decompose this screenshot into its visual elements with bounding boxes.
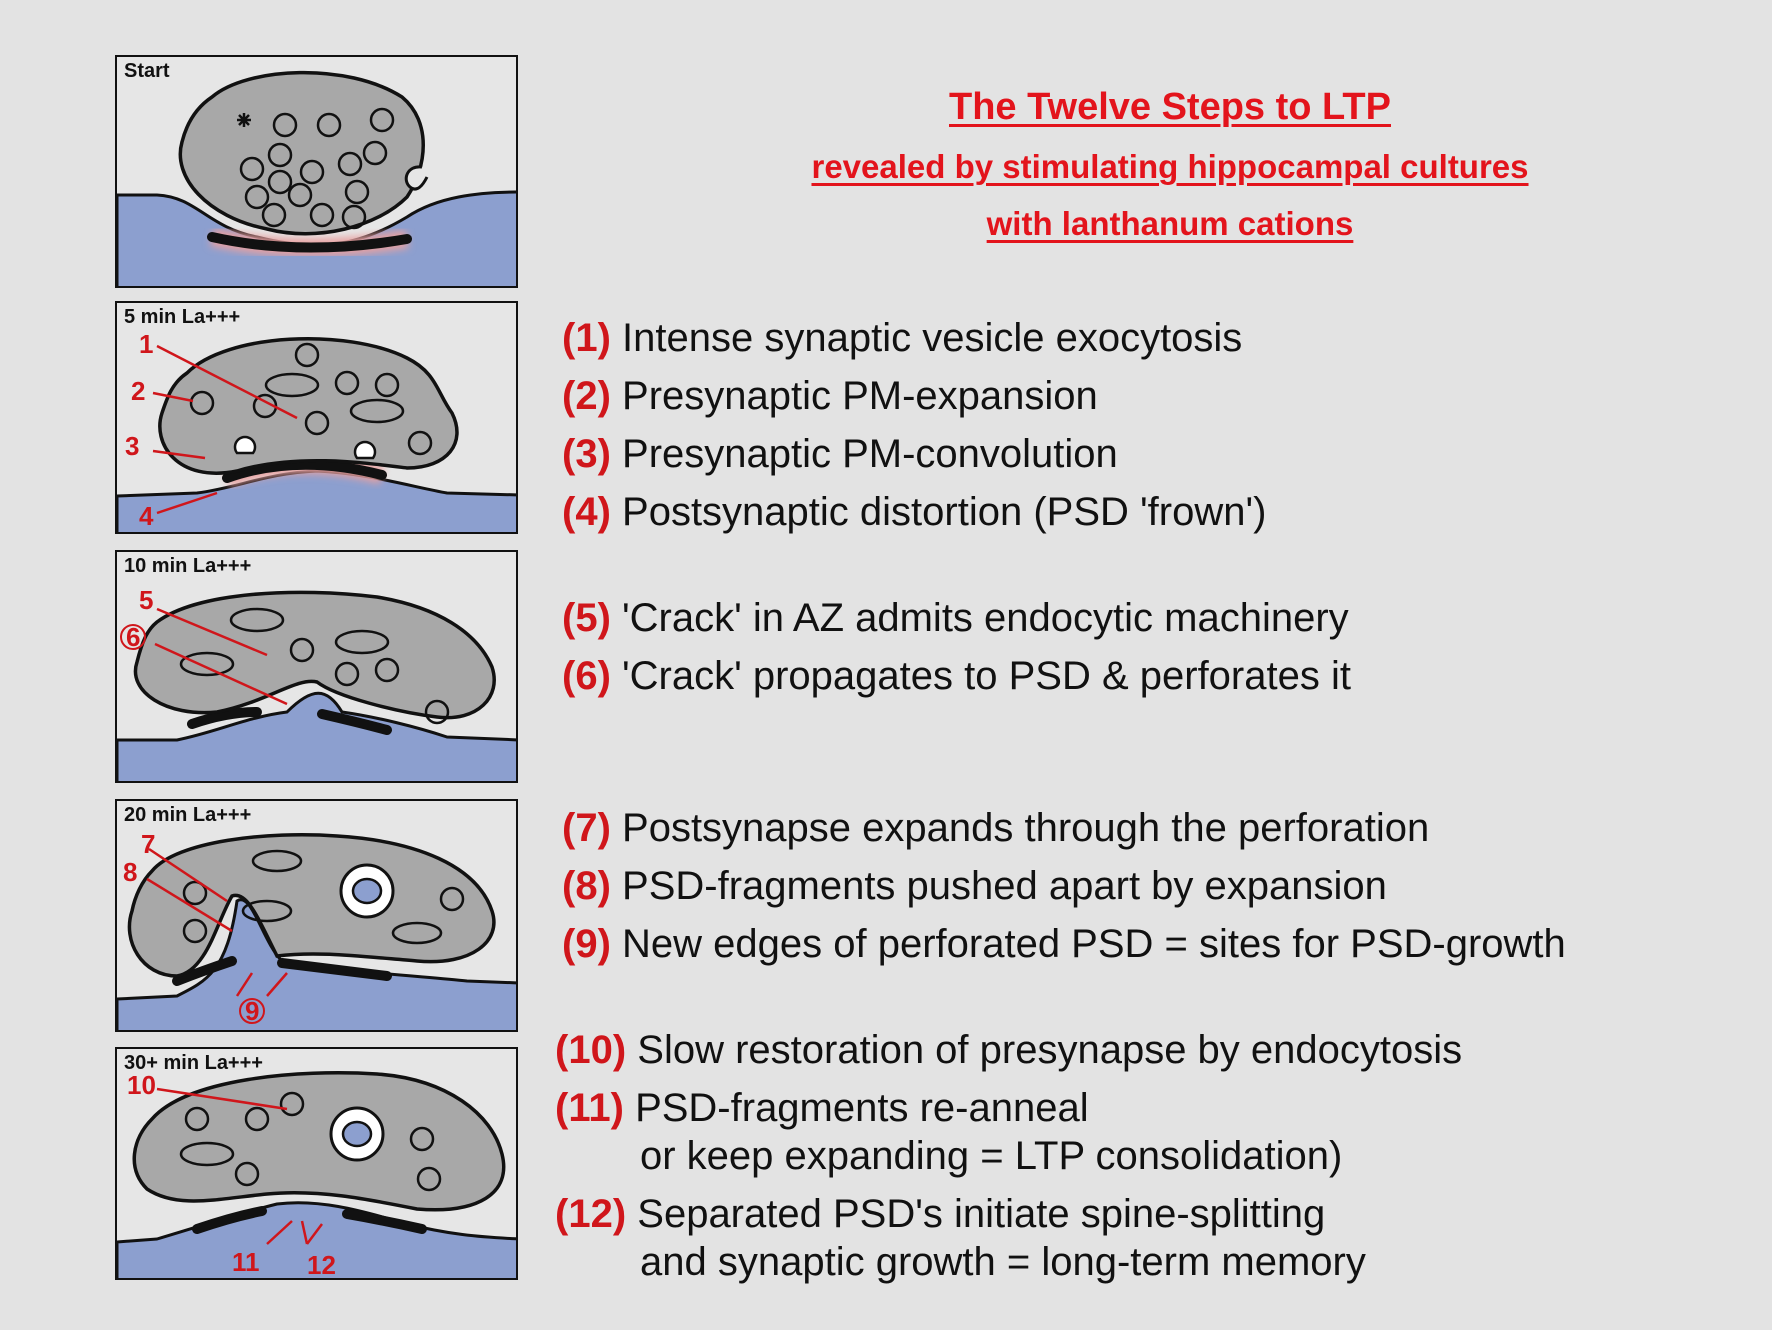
presynaptic-terminal: [178, 70, 425, 236]
step-1: (1) Intense synaptic vesicle exocytosis: [562, 316, 1243, 360]
synaptic-vesicles: [179, 1091, 442, 1192]
panel-30min-drawing: 10 11 12: [117, 1070, 516, 1280]
panel-label: 20 min La+++: [124, 804, 252, 826]
marker-2: 2: [131, 376, 145, 406]
step-2: (2) Presynaptic PM-expansion: [562, 374, 1098, 418]
endosome-lumen: [341, 1120, 373, 1148]
synaptic-vesicles: [239, 112, 388, 230]
marker-5: 5: [139, 585, 153, 615]
psd: [222, 459, 387, 483]
endosome-lumen: [351, 877, 383, 905]
presynaptic-terminal: [158, 336, 459, 475]
psd-left: [172, 956, 237, 986]
step-12-continuation: and synaptic growth = long-term memory: [640, 1240, 1366, 1284]
marker-9: 9: [245, 996, 259, 1026]
marker-6-circle: [120, 624, 146, 650]
panel-label: 30+ min La+++: [124, 1052, 263, 1074]
panel-20min: 7 8 9 20 min La+++: [115, 799, 518, 1032]
marker-1: 1: [139, 329, 153, 359]
marker-3: 3: [125, 431, 139, 461]
figure-title: The Twelve Steps to LTP: [949, 86, 1391, 128]
panel-start-drawing: [117, 70, 516, 286]
presynaptic-terminal: [132, 1071, 506, 1212]
panel-label: 10 min La+++: [124, 555, 252, 577]
presynaptic-terminal: [127, 833, 496, 978]
marker-arrows: [154, 607, 288, 706]
panel-5min-drawing: 1 2 3 4: [117, 329, 516, 532]
marker-arrows: [156, 1087, 323, 1245]
marker-12: 12: [307, 1250, 336, 1280]
marker-6: 6: [126, 622, 140, 652]
step-9: (9) New edges of perforated PSD = sites …: [562, 922, 1566, 966]
step-11-continuation: or keep expanding = LTP consolidation): [640, 1134, 1343, 1178]
fusing-vesicle: [233, 435, 257, 455]
psd-right: [317, 709, 392, 735]
exocytosis-pit: [404, 165, 429, 191]
step-3: (3) Presynaptic PM-convolution: [562, 432, 1118, 476]
step-4: (4) Postsynaptic distortion (PSD 'frown'…: [562, 490, 1267, 534]
psd-left: [187, 707, 262, 729]
panel-10min: 5 6 10 min La+++: [115, 550, 518, 783]
step-12: (12) Separated PSD's initiate spine-spli…: [555, 1192, 1326, 1236]
psd-right: [277, 958, 392, 981]
synaptic-vesicles: [179, 607, 450, 725]
panel-label: 5 min La+++: [124, 306, 241, 328]
panel-30min: 10 11 12 30+ min La+++: [115, 1047, 518, 1280]
panel-start: Start: [115, 55, 518, 288]
panel-20min-drawing: 7 8 9: [117, 829, 516, 1030]
synaptic-vesicles: [189, 342, 433, 456]
synaptic-vesicles: [182, 849, 465, 945]
psd-right: [342, 1209, 427, 1234]
marker-10: 10: [127, 1070, 156, 1100]
step-7: (7) Postsynapse expands through the perf…: [562, 806, 1430, 850]
marker-4: 4: [139, 501, 154, 531]
fusing-vesicle: [353, 440, 377, 460]
marker-11: 11: [232, 1247, 260, 1277]
panel-label: Start: [124, 60, 170, 82]
panel-5min: 1 2 3 4 5 min La+++: [115, 301, 518, 534]
marker-arrows: [146, 847, 288, 997]
step-8: (8) PSD-fragments pushed apart by expans…: [562, 864, 1387, 908]
marker-8: 8: [123, 857, 137, 887]
postsynapse: [117, 469, 516, 532]
psd-left: [192, 1206, 267, 1234]
step-10: (10) Slow restoration of presynapse by e…: [555, 1028, 1463, 1072]
step-11: (11) PSD-fragments re-anneal: [555, 1086, 1089, 1130]
figure-subtitle-line-1: revealed by stimulating hippocampal cult…: [811, 148, 1529, 185]
panel-10min-drawing: 5 6: [117, 585, 516, 781]
psd: [207, 232, 412, 253]
coated-vesicles: [237, 107, 395, 133]
step-6: (6) 'Crack' propagates to PSD & perforat…: [562, 654, 1351, 698]
figure-subtitle-line-2: with lanthanum cations: [986, 205, 1354, 242]
marker-7: 7: [141, 829, 155, 859]
marker-arrows: [152, 344, 298, 515]
postsynapse: [117, 691, 516, 781]
step-5: (5) 'Crack' in AZ admits endocytic machi…: [562, 596, 1349, 640]
marker-9-circle: [239, 998, 265, 1024]
presynaptic-terminal: [133, 590, 496, 720]
